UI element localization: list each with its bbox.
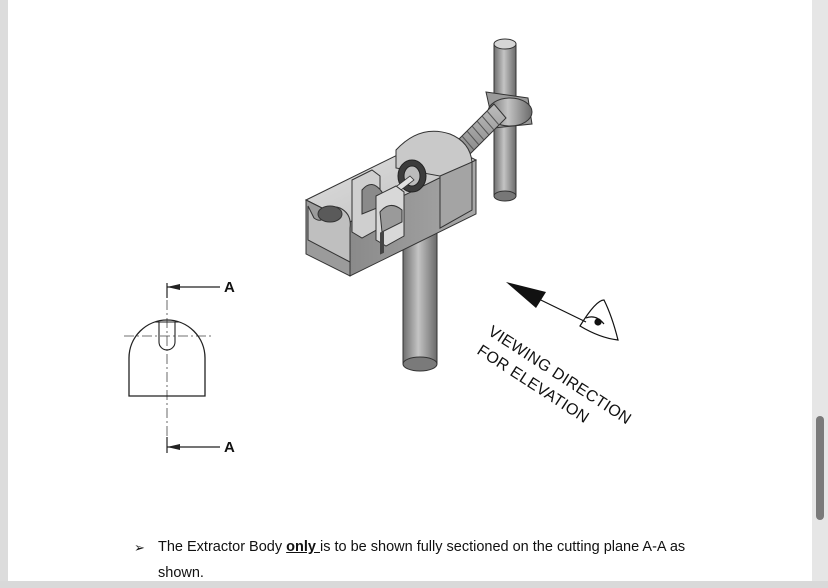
- scrollbar-thumb[interactable]: [816, 416, 824, 520]
- body-handle-end: [402, 356, 438, 372]
- arrowhead-top: [167, 284, 180, 290]
- body-outline: [128, 319, 206, 397]
- arrowhead-bottom: [167, 444, 180, 450]
- viewing-direction-arrow: [506, 282, 587, 323]
- extractor-isometric: [304, 38, 619, 372]
- section-view-a-a: [124, 283, 220, 453]
- eye-icon: [579, 299, 619, 341]
- note-text-before: The Extractor Body: [158, 539, 287, 555]
- bullet-arrow-icon: ➢: [134, 540, 145, 555]
- tommy-bar-bottom-end: [493, 190, 517, 202]
- note-text-after: is to be shown fully sectioned on the cu…: [319, 539, 686, 555]
- window-left-gutter: [0, 0, 8, 581]
- section-label-top: A: [224, 279, 235, 296]
- note-line-1: The Extractor Body only is to be shown f…: [158, 533, 685, 562]
- section-label-bottom: A: [224, 439, 235, 456]
- extractor-body: [304, 130, 478, 277]
- slot-outline: [158, 322, 176, 351]
- note-line-2: shown.: [158, 565, 204, 581]
- tommy-bar-top-end: [493, 38, 517, 50]
- note-emphasis: only: [286, 539, 320, 555]
